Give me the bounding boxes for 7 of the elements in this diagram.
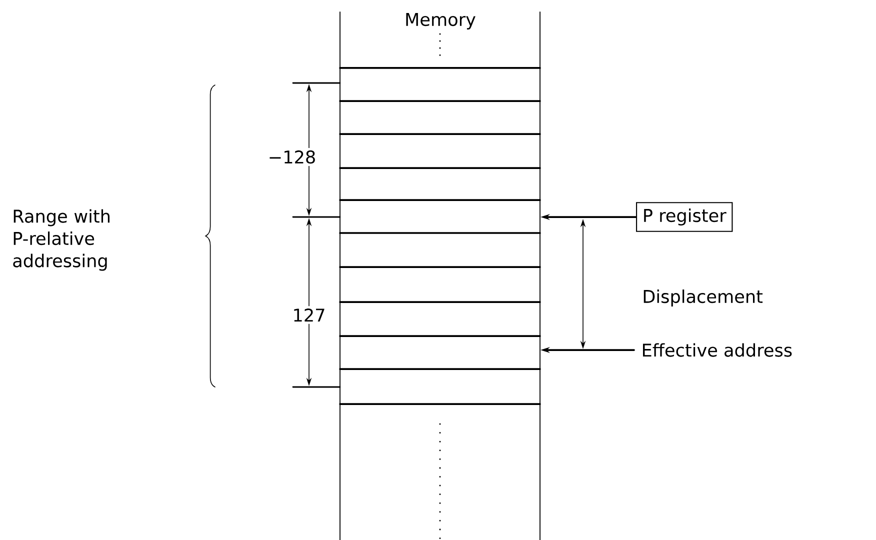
memory-column: Memory [339, 12, 541, 540]
dimension-label: 127 [290, 306, 328, 324]
register-box: P register [636, 202, 733, 232]
dimension-label: Displacement [644, 290, 763, 306]
dimension-label: −128 [266, 148, 318, 166]
bracket-label: Range with P-relative addressing [13, 209, 110, 271]
address-label: Effective address [643, 343, 792, 357]
